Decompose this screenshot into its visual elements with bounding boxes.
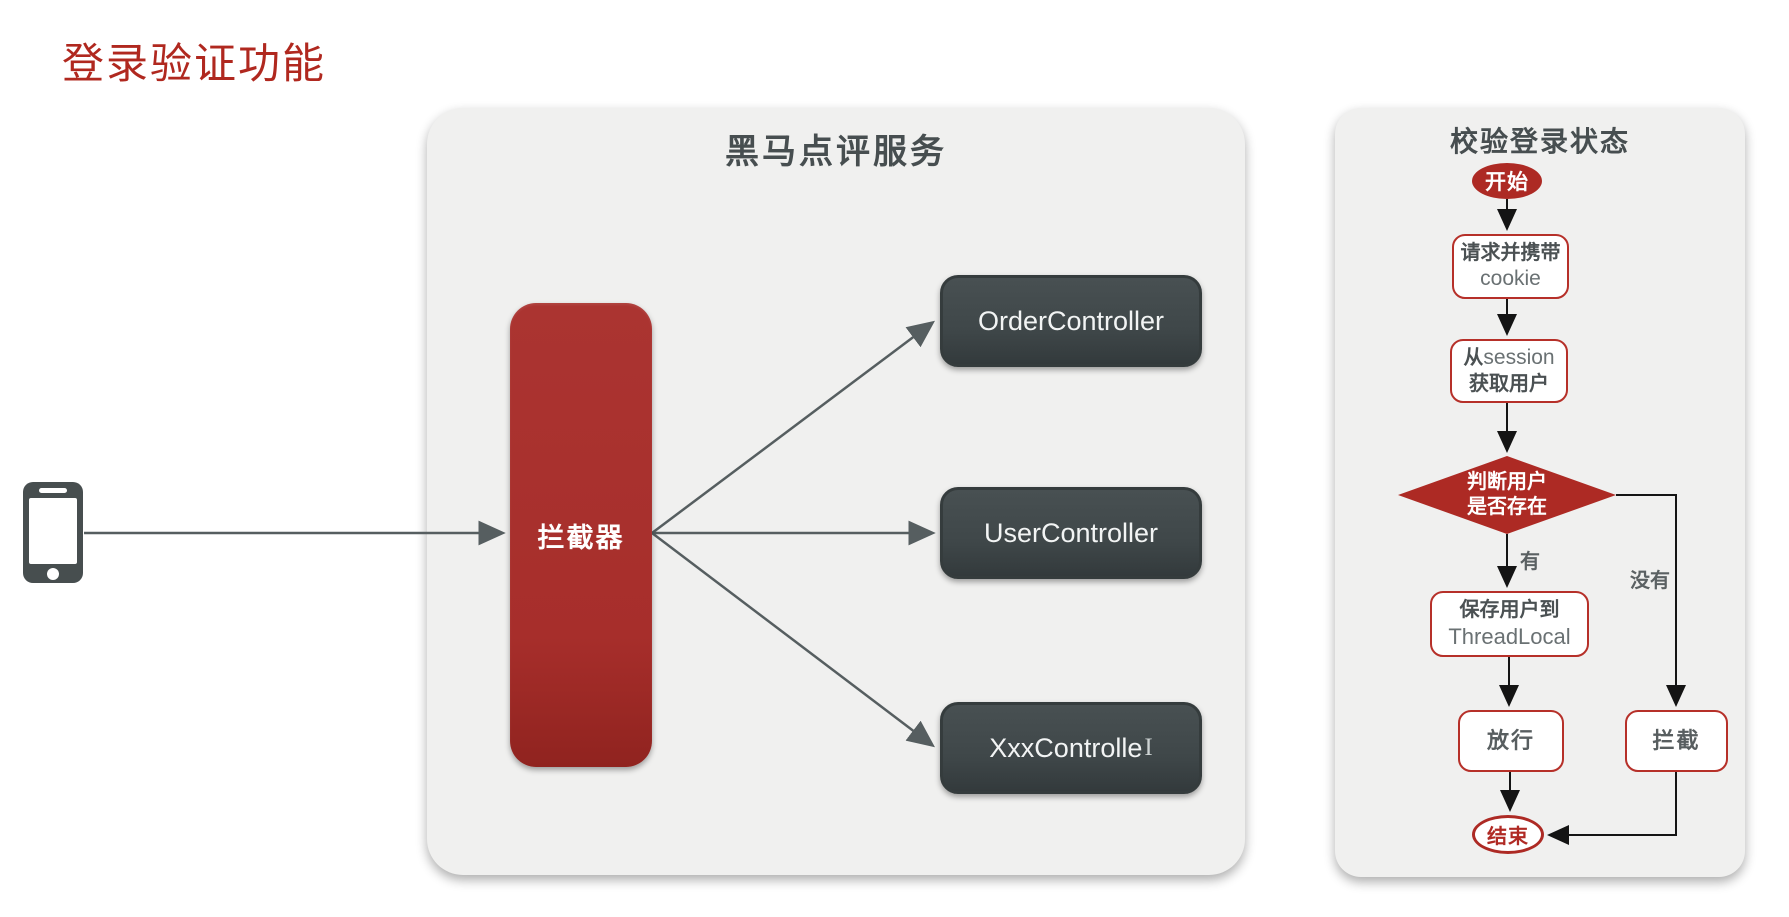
order-controller-node[interactable]: OrderController (940, 275, 1202, 367)
phone-home-button (47, 568, 59, 580)
xxx-controller-label: XxxControlle (989, 732, 1143, 763)
flow-start-label: 开始 (1485, 171, 1529, 194)
branch-label-no: 没有 (1630, 570, 1670, 592)
session-line2: 获取用户 (1469, 372, 1549, 395)
pass-label: 放行 (1486, 728, 1535, 754)
flow-request-cookie-node[interactable]: 请求并携带 cookie (1452, 234, 1569, 299)
decision-line1: 判断用户 (1467, 471, 1547, 493)
request-line2: cookie (1480, 266, 1541, 290)
page-title: 登录验证功能 (62, 42, 327, 88)
service-panel-title: 黑马点评服务 (725, 133, 947, 171)
flow-start-node[interactable]: 开始 (1472, 163, 1542, 199)
flow-session-node[interactable]: 从session 获取用户 (1450, 339, 1568, 403)
save-line2: ThreadLocal (1448, 623, 1571, 649)
request-line1: 请求并携带 (1460, 241, 1561, 264)
session-line1-latin: session (1483, 346, 1555, 370)
save-line1: 保存用户到 (1459, 598, 1560, 621)
phone-icon[interactable] (23, 482, 83, 583)
branch-label-yes: 有 (1520, 551, 1540, 573)
phone-speaker (39, 488, 67, 493)
session-line1-zh: 从 (1463, 347, 1484, 370)
decision-line2: 是否存在 (1467, 496, 1547, 518)
flow-end-label: 结束 (1487, 826, 1529, 848)
flow-pass-node[interactable]: 放行 (1458, 710, 1564, 772)
phone-screen (29, 498, 77, 564)
flow-end-node[interactable]: 结束 (1472, 815, 1544, 854)
block-label: 拦截 (1652, 728, 1701, 754)
text-cursor-ibeam: I (1144, 734, 1153, 761)
interceptor-node[interactable]: 拦截器 (510, 303, 652, 767)
order-controller-label: OrderController (977, 305, 1165, 336)
session-line1: 从session (1463, 345, 1554, 371)
flow-save-threadlocal-node[interactable]: 保存用户到 ThreadLocal (1430, 591, 1589, 657)
user-controller-label: UserController (983, 517, 1159, 548)
interceptor-label: 拦截器 (537, 522, 625, 553)
login-check-panel-title: 校验登录状态 (1449, 126, 1630, 157)
flow-block-node[interactable]: 拦截 (1625, 710, 1728, 772)
user-controller-node[interactable]: UserController (940, 487, 1202, 579)
